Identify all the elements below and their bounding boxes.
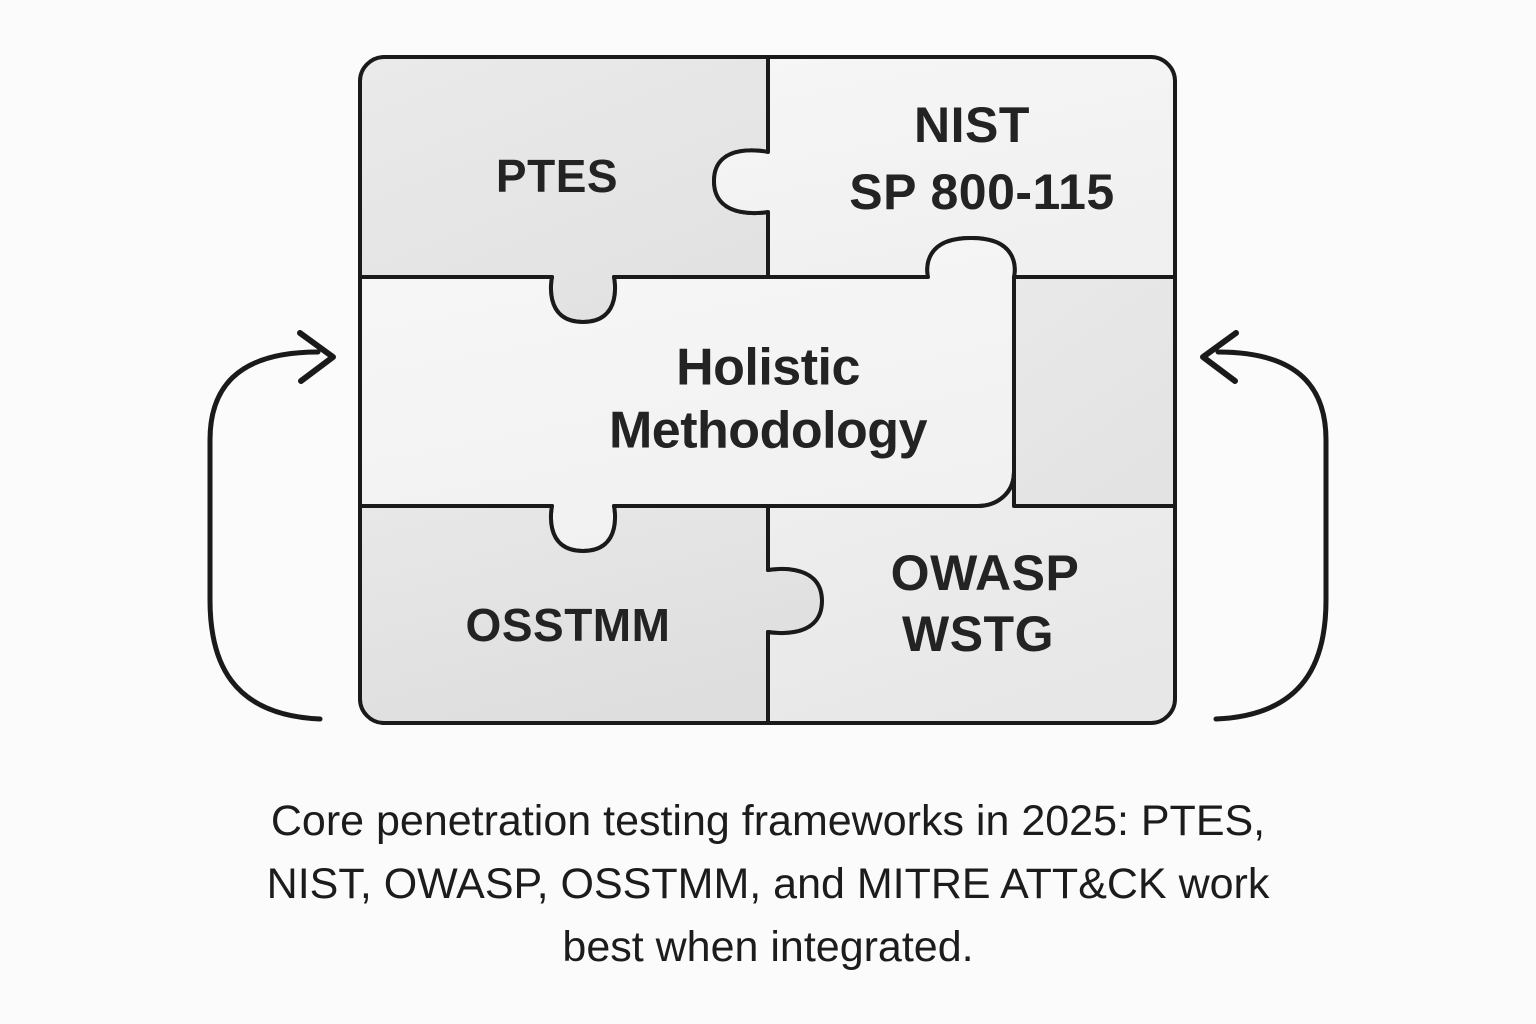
piece-shape-mid-right[interactable] [1012, 275, 1177, 508]
left-arrow [207, 330, 336, 722]
piece-label-osstmm: OSSTMM [466, 599, 671, 651]
piece-label-nist-line1: NIST [914, 97, 1030, 153]
caption-line-2: NIST, OWASP, OSSTMM, and MITRE ATT&CK wo… [266, 860, 1270, 908]
left-arrow-path [207, 349, 323, 722]
right-arrow-path [1213, 349, 1329, 722]
center-piece-right-edge-overlay [766, 275, 1016, 508]
right-arrow-head-icon [1200, 330, 1239, 384]
puzzle-diagram: PTES NIST SP 800-115 Holistic Methodolog… [207, 55, 1329, 725]
piece-label-owasp-line1: OWASP [891, 545, 1080, 601]
caption-line-3: best when integrated. [562, 923, 974, 971]
piece-label-center-line1: Holistic [676, 339, 860, 397]
piece-label-nist-line2: SP 800-115 [849, 164, 1114, 220]
left-arrow-head-icon [297, 330, 336, 384]
piece-label-ptes: PTES [496, 150, 618, 202]
caption-line-1: Core penetration testing frameworks in 2… [270, 797, 1266, 845]
right-arrow [1200, 330, 1329, 722]
piece-label-center-line2: Methodology [609, 402, 928, 460]
piece-label-owasp-line2: WSTG [902, 606, 1054, 662]
caption: Core penetration testing frameworks in 2… [0, 790, 1536, 979]
